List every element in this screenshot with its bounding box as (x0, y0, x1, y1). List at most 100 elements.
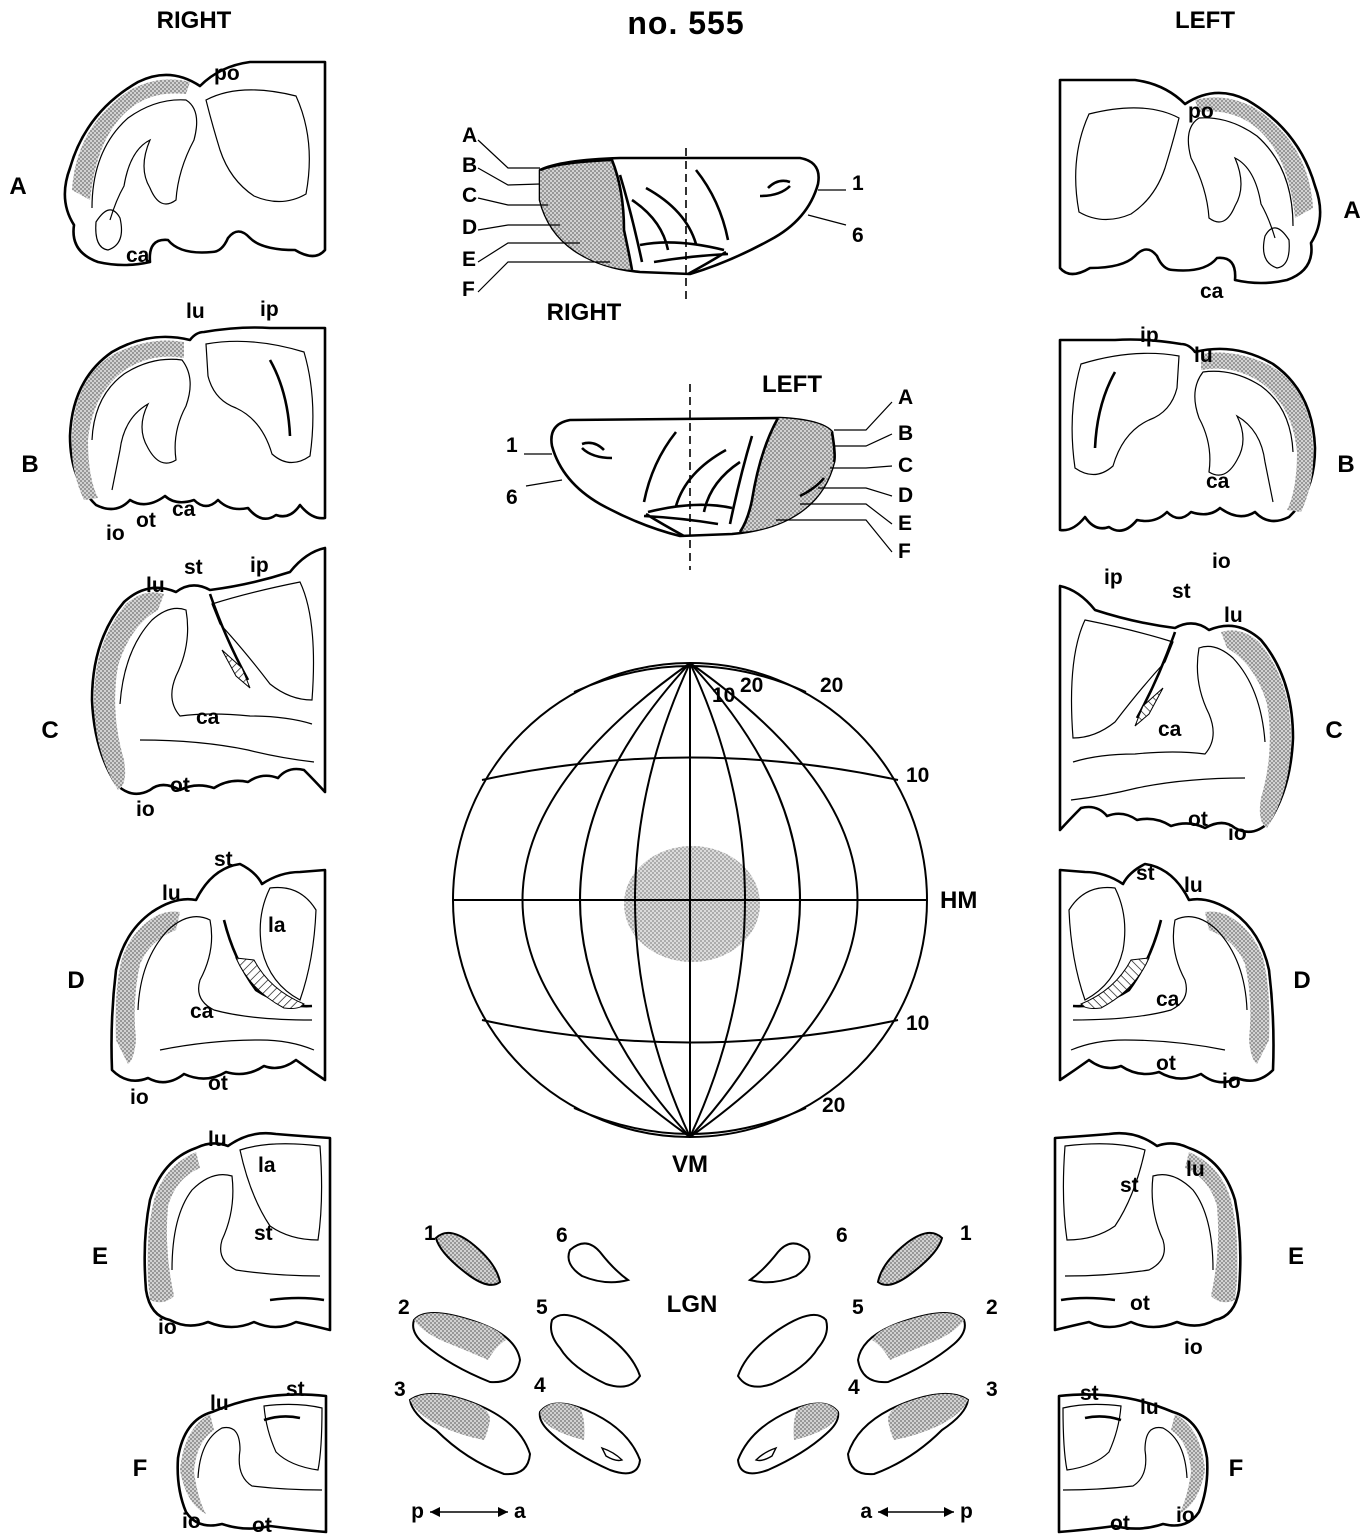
lv-level-f: F (898, 540, 911, 563)
field-stimulus-region (624, 846, 760, 962)
left-section-b (1060, 340, 1315, 531)
r-f-ot: ot (252, 1514, 272, 1534)
axis-left-a: a (514, 1500, 526, 1523)
l-d-st: st (1136, 862, 1155, 885)
r-b-ca: ca (172, 498, 196, 521)
lgn-l-num-2: 2 (398, 1296, 410, 1319)
right-letter-f: F (133, 1455, 148, 1482)
lgn-l-num-5: 5 (536, 1296, 548, 1319)
rv-level-f: F (462, 278, 475, 301)
visual-field-map (453, 663, 927, 1137)
right-view-label: RIGHT (547, 299, 622, 326)
l-c-st: st (1172, 580, 1191, 603)
left-brain-view (551, 418, 834, 536)
left-letter-a: A (1343, 197, 1360, 224)
r-d-ot: ot (208, 1072, 228, 1095)
r-b-lu: lu (186, 300, 205, 323)
l-b-lu: lu (1194, 344, 1213, 367)
lgn-right-set (738, 1233, 968, 1474)
ecc-label-10-upper: 10 (906, 764, 929, 787)
r-e-io: io (158, 1316, 177, 1339)
lgn-l-num-3: 3 (394, 1378, 406, 1401)
lgn-l-num-4: 4 (534, 1374, 546, 1397)
r-c-ca: ca (196, 706, 220, 729)
r-d-ca: ca (190, 1000, 214, 1023)
lv-level-c: C (898, 454, 913, 477)
right-letter-b: B (21, 451, 38, 478)
l-e-lu: lu (1186, 1158, 1205, 1181)
axis-left-p: p (411, 1500, 424, 1523)
r-c-lu: lu (146, 574, 165, 597)
lv-level-a: A (898, 386, 913, 409)
rv-level-d: D (462, 216, 477, 239)
r-c-io: io (136, 798, 155, 821)
l-c-ot: ot (1188, 808, 1208, 831)
left-view-label: LEFT (762, 371, 822, 398)
lv-level-e: E (898, 512, 912, 535)
l-e-st: st (1120, 1174, 1139, 1197)
r-d-lu: lu (162, 882, 181, 905)
ecc-label-20-top: 20 (740, 674, 763, 697)
hm-label: HM (940, 887, 977, 914)
l-c-ca: ca (1158, 718, 1182, 741)
rv-level-a: A (462, 124, 477, 147)
l-d-ca: ca (1156, 988, 1180, 1011)
header-right: RIGHT (157, 7, 232, 34)
ecc-label-20-bottom: 20 (822, 1094, 845, 1117)
right-letter-c: C (41, 717, 58, 744)
rv-mark-1: 1 (852, 172, 864, 195)
header-left: LEFT (1175, 7, 1235, 34)
r-c-ip: ip (250, 554, 269, 577)
right-letter-d: D (67, 967, 84, 994)
lgn-axis-right: a p (860, 1500, 973, 1523)
l-b-ip: ip (1140, 324, 1159, 347)
right-section-e (145, 1133, 330, 1330)
rv-level-b: B (462, 154, 477, 177)
lgn-r-num-2: 2 (986, 1296, 998, 1319)
left-section-c (1060, 586, 1293, 832)
left-letter-b: B (1337, 451, 1354, 478)
lgn-l-num-1: 1 (424, 1222, 436, 1245)
lgn-r-num-3: 3 (986, 1378, 998, 1401)
ecc-label-20-right: 20 (820, 674, 843, 697)
r-d-la: la (268, 914, 286, 937)
lgn-r-num-1: 1 (960, 1222, 972, 1245)
lgn-left-set (410, 1233, 640, 1474)
l-a-ca: ca (1200, 280, 1224, 303)
figure-title: no. 555 (627, 5, 744, 41)
lv-level-d: D (898, 484, 913, 507)
l-c-ip: ip (1104, 566, 1123, 589)
r-b-io: io (106, 522, 125, 545)
lv-mark-1: 1 (506, 434, 518, 457)
l-d-ot: ot (1156, 1052, 1176, 1075)
lgn-l-num-6: 6 (556, 1224, 568, 1247)
lv-level-b: B (898, 422, 913, 445)
r-b-ot: ot (136, 509, 156, 532)
r-b-ip: ip (260, 298, 279, 321)
r-a-po: po (214, 62, 240, 85)
l-b-io: io (1212, 550, 1231, 573)
ecc-label-10-top: 10 (712, 684, 735, 707)
left-letter-d: D (1293, 967, 1310, 994)
r-f-st: st (286, 1378, 305, 1401)
l-c-lu: lu (1224, 604, 1243, 627)
r-c-ot: ot (170, 774, 190, 797)
l-f-st: st (1080, 1382, 1099, 1405)
r-f-lu: lu (210, 1392, 229, 1415)
r-e-st: st (254, 1222, 273, 1245)
lgn-label: LGN (667, 1291, 718, 1318)
axis-right-p: p (960, 1500, 973, 1523)
left-letter-c: C (1325, 717, 1342, 744)
l-e-io: io (1184, 1336, 1203, 1359)
right-section-a (65, 62, 325, 265)
r-f-io: io (182, 1510, 201, 1533)
r-d-io: io (130, 1086, 149, 1109)
r-c-st: st (184, 556, 203, 579)
ecc-label-10-lower: 10 (906, 1012, 929, 1035)
r-d-st: st (214, 848, 233, 871)
lgn-axis-left: p a (411, 1500, 526, 1523)
axis-right-a: a (860, 1500, 872, 1523)
l-f-lu: lu (1140, 1396, 1159, 1419)
r-e-la: la (258, 1154, 276, 1177)
